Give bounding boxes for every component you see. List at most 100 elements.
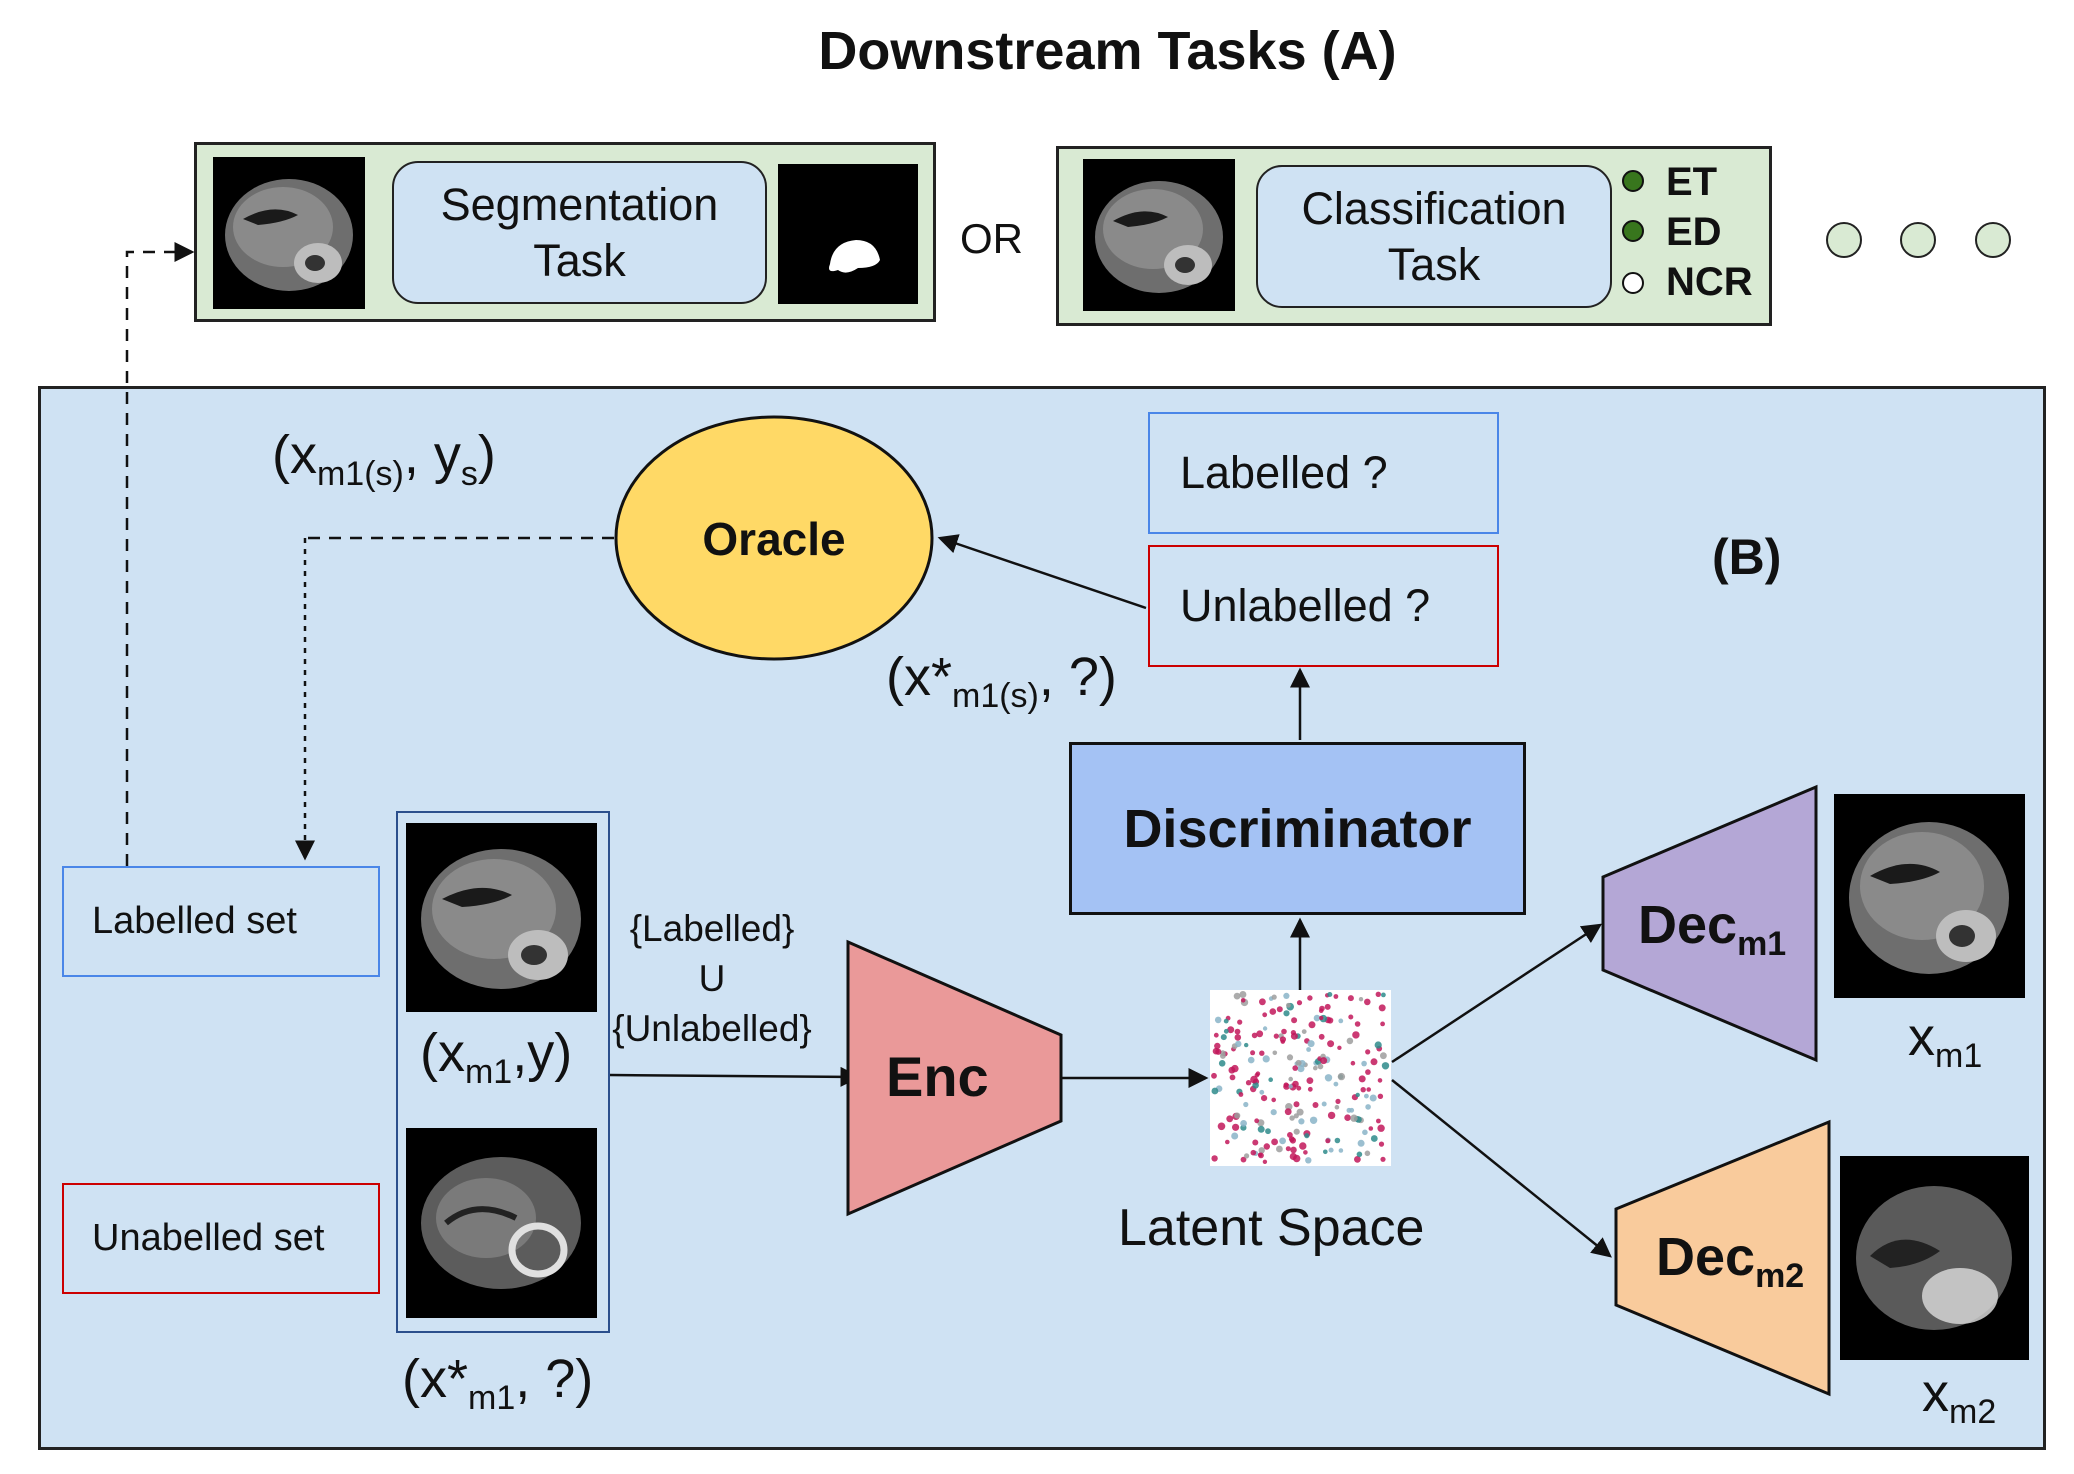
latent-point [1377, 1093, 1384, 1100]
latent-point [1337, 1072, 1346, 1081]
latent-point [1225, 1139, 1230, 1145]
latent-point [1258, 1147, 1265, 1154]
unlabelled-set-label: Unabelled set [92, 1217, 325, 1259]
latent-point [1323, 1149, 1328, 1155]
latent-point [1352, 1031, 1360, 1039]
latent-point [1366, 1087, 1371, 1092]
latent-point [1211, 1087, 1219, 1095]
latent-point [1239, 991, 1247, 998]
query-unlabelled-text: Unlabelled ? [1180, 580, 1431, 631]
latent-point [1271, 994, 1277, 1000]
latent-point [1262, 1012, 1268, 1018]
or-label: OR [960, 215, 1023, 262]
classification-task-line2: Task [1387, 238, 1481, 290]
latent-point [1296, 1085, 1302, 1091]
latent-space-label: Latent Space [1118, 1199, 1425, 1257]
latent-point [1218, 1060, 1226, 1067]
labelled-set-box: Labelled set [62, 866, 380, 977]
latent-point [1283, 992, 1290, 1000]
mri-unlabelled-sample [406, 1128, 597, 1318]
output-m2-sub: m2 [1949, 1392, 1997, 1431]
latent-point [1378, 1141, 1385, 1147]
latent-point [1232, 1123, 1240, 1131]
latent-point [1214, 1042, 1221, 1050]
latent-point [1320, 1057, 1328, 1065]
class-et: ET [1622, 160, 1717, 205]
latent-point [1370, 1135, 1378, 1142]
union-label: {Labelled} U {Unlabelled} [612, 904, 812, 1054]
latent-point [1327, 1111, 1336, 1120]
latent-point [1318, 1033, 1325, 1040]
output-m1-main: x [1908, 1007, 1935, 1067]
latent-point [1292, 1065, 1298, 1071]
class-ncr-dot [1622, 272, 1644, 294]
latent-point [1262, 1026, 1268, 1031]
latent-point [1348, 1014, 1354, 1020]
latent-point [1288, 1076, 1293, 1082]
latent-point [1361, 1060, 1367, 1067]
latent-point [1262, 1159, 1268, 1165]
union-symbol: U [698, 958, 726, 999]
more-tasks-dot-1 [1826, 222, 1862, 258]
class-et-dot [1622, 170, 1644, 192]
latent-point [1233, 992, 1241, 1000]
latent-point [1376, 1118, 1381, 1124]
latent-point [1245, 1080, 1252, 1086]
latent-point [1271, 1097, 1276, 1103]
latent-point [1223, 1028, 1229, 1034]
latent-point [1271, 1138, 1278, 1146]
latent-point [1350, 1114, 1358, 1122]
latent-point [1378, 1004, 1386, 1012]
latent-point [1290, 1030, 1296, 1036]
latent-point [1303, 1150, 1308, 1155]
output-m2-main: x [1922, 1363, 1949, 1423]
latent-point [1375, 991, 1382, 997]
latent-point [1214, 1016, 1222, 1024]
latent-point [1334, 1104, 1340, 1110]
latent-point [1212, 1047, 1220, 1055]
latent-point [1355, 1092, 1360, 1098]
latent-point [1283, 1082, 1289, 1088]
latent-point [1259, 1050, 1265, 1056]
pair-labelled-sub: m1 [464, 1052, 513, 1091]
latent-point [1325, 1138, 1331, 1144]
selected-sample-x: (x* [886, 647, 952, 707]
latent-point [1307, 1086, 1313, 1092]
latent-point [1257, 1125, 1265, 1133]
latent-point [1251, 1032, 1258, 1039]
diagram-title: Downstream Tasks (A) [818, 21, 1397, 81]
class-ncr-label: NCR [1666, 260, 1753, 304]
mri-labelled-sample [406, 823, 597, 1012]
latent-point [1338, 1148, 1344, 1153]
latent-point [1273, 1033, 1279, 1039]
decoder-m2-node [1614, 1119, 1831, 1397]
latent-point [1240, 1156, 1247, 1163]
latent-point [1380, 1021, 1385, 1027]
latent-point [1240, 1120, 1247, 1127]
latent-point [1324, 1074, 1333, 1082]
pair-unlabelled-end: , ?) [515, 1349, 594, 1409]
arrow-unlabelled-to-oracle [937, 534, 1147, 610]
latent-point [1335, 1098, 1341, 1104]
latent-point [1237, 1019, 1243, 1025]
selected-sample-end: , ?) [1038, 647, 1117, 707]
arrow-images-to-encoder [609, 1066, 861, 1087]
latent-point [1333, 994, 1339, 999]
pair-unlabelled-x: (x* [402, 1349, 468, 1409]
latent-point [1369, 1094, 1377, 1102]
query-labelled-box: Labelled ? [1148, 412, 1499, 534]
oracle-output-sub2: s [460, 454, 478, 493]
latent-point [1286, 1054, 1294, 1061]
oracle-node [614, 415, 934, 661]
latent-point [1324, 1003, 1331, 1010]
latent-point [1220, 1034, 1227, 1041]
panel-b-label: (B) [1712, 529, 1782, 585]
latent-point [1381, 992, 1386, 998]
decoder-m1-sub: m1 [1737, 924, 1787, 963]
latent-point [1258, 1152, 1264, 1159]
latent-point [1272, 1050, 1278, 1056]
input-images-box [396, 811, 610, 1333]
encoder-node [846, 939, 1063, 1217]
latent-point [1231, 1132, 1239, 1140]
